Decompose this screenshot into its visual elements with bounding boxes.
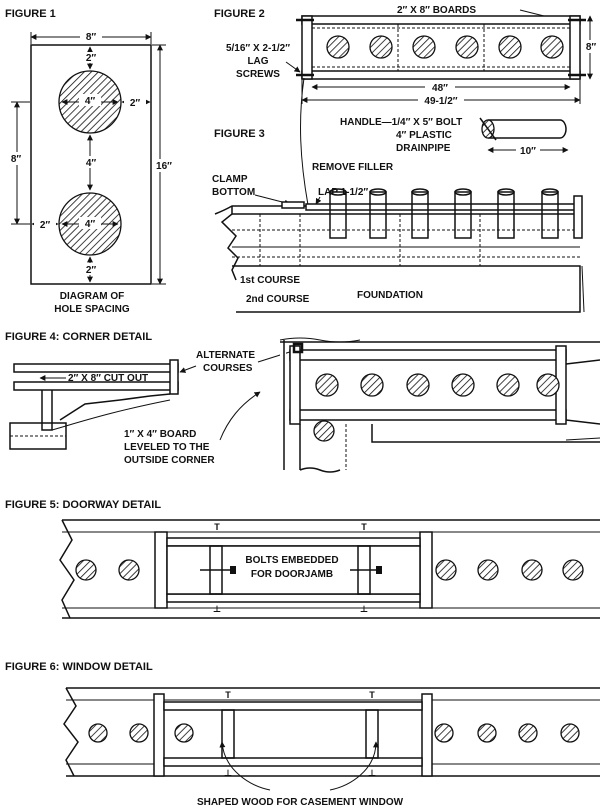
pipes	[329, 188, 559, 239]
lag-label-line1: 5/16″ X 2-1/2″	[226, 43, 290, 54]
boards-label: 2″ X 8″ BOARDS	[397, 5, 476, 16]
svg-text:⊥: ⊥	[213, 604, 221, 614]
block-outline	[30, 44, 152, 285]
figure-2-title: FIGURE 2	[214, 8, 265, 20]
dim-width-label: 8″	[86, 32, 97, 43]
figure-1-caption-line1: DIAGRAM OF	[60, 291, 124, 302]
dim-bottom-label: 2″	[86, 265, 97, 276]
svg-text:⊥: ⊥	[360, 604, 368, 614]
svg-text:T: T	[369, 690, 375, 700]
bolts-label-2: FOR DOORJAMB	[251, 569, 333, 580]
figure-4-title: FIGURE 4: CORNER DETAIL	[5, 331, 152, 343]
drainpipe-label-2: DRAINPIPE	[396, 143, 451, 154]
svg-text:⊥: ⊥	[224, 768, 232, 778]
alternate-label-2: COURSES	[203, 363, 253, 374]
cutout-label: 2″ X 8″ CUT OUT	[68, 373, 148, 384]
dim-side-right-label: 2″	[130, 98, 141, 109]
dim-49-half: 49-1/2″	[424, 96, 457, 107]
handle-bolt	[479, 117, 497, 141]
drainpipe-label-1: 4″ PLASTIC	[396, 130, 452, 141]
figure-6: FIGURE 6: WINDOW DETAIL T T ⊥ ⊥ SHAPED W…	[5, 661, 600, 808]
figure-4: FIGURE 4: CORNER DETAIL 2″ X 8″ CUT OUT …	[5, 331, 600, 473]
dim-height-8: 8″	[586, 42, 597, 53]
board-label-3: OUTSIDE CORNER	[124, 455, 215, 466]
figure-1-caption-line2: HOLE SPACING	[54, 304, 130, 315]
clamp-label-1: CLAMP	[212, 174, 248, 185]
dim-10: 10″	[520, 146, 536, 157]
course-2-label: 2nd COURSE	[246, 294, 310, 305]
drainpipe	[488, 119, 567, 139]
board-label-1: 1″ X 4″ BOARD	[124, 429, 196, 440]
figure-2: FIGURE 2 2″ X 8″ BOARDS 5/16″ X 2-1/2″ L…	[214, 5, 599, 206]
bolts-label-1: BOLTS EMBEDDED	[245, 555, 338, 566]
remove-filler-label: REMOVE FILLER	[312, 162, 394, 173]
window-caption: SHAPED WOOD FOR CASEMENT WINDOW	[197, 797, 404, 808]
svg-text:T: T	[361, 522, 367, 532]
figure-6-title: FIGURE 6: WINDOW DETAIL	[5, 661, 153, 673]
lag-label-line3: SCREWS	[236, 69, 280, 80]
dim-hole-bottom-label: 4″	[85, 219, 96, 230]
dim-height-label: 16″	[156, 161, 172, 172]
top-board	[301, 15, 581, 25]
lag-label-line2: LAG	[247, 56, 268, 67]
right-end-board	[569, 15, 581, 80]
dim-between-label: 4″	[86, 158, 97, 169]
svg-text:⊥: ⊥	[368, 768, 376, 778]
figure-3-title: FIGURE 3	[214, 128, 265, 140]
figure-5-title: FIGURE 5: DOORWAY DETAIL	[5, 499, 161, 511]
dim-center-label: 8″	[11, 154, 22, 165]
figure-1-title: FIGURE 1	[5, 8, 56, 20]
dim-side-left-label: 2″	[40, 220, 51, 231]
figure-1: FIGURE 1 8″ 2″ 4″ 2″ 4″ 4″ 2″	[5, 8, 176, 315]
dim-hole-top-label: 4″	[85, 96, 96, 107]
svg-text:T: T	[214, 522, 220, 532]
bottom-board	[301, 70, 581, 80]
course-1-label: 1st COURSE	[240, 275, 300, 286]
dim-48: 48″	[432, 83, 448, 94]
alternate-label-1: ALTERNATE	[196, 350, 255, 361]
foundation-label: FOUNDATION	[357, 290, 423, 301]
handle-label: HANDLE—1/4″ X 5″ BOLT	[340, 117, 462, 128]
dim-top-label: 2″	[86, 53, 97, 64]
figure-3: FIGURE 3 HANDLE—1/4″ X 5″ BOLT 4″ PLASTI…	[212, 117, 585, 313]
figure-5: FIGURE 5: DOORWAY DETAIL BOLTS EMBEDDED …	[5, 499, 600, 619]
board-label-2: LEVELED TO THE	[124, 442, 210, 453]
svg-text:T: T	[225, 690, 231, 700]
left-end-board	[301, 15, 313, 80]
clamp-label-2: BOTTOM	[212, 187, 255, 198]
